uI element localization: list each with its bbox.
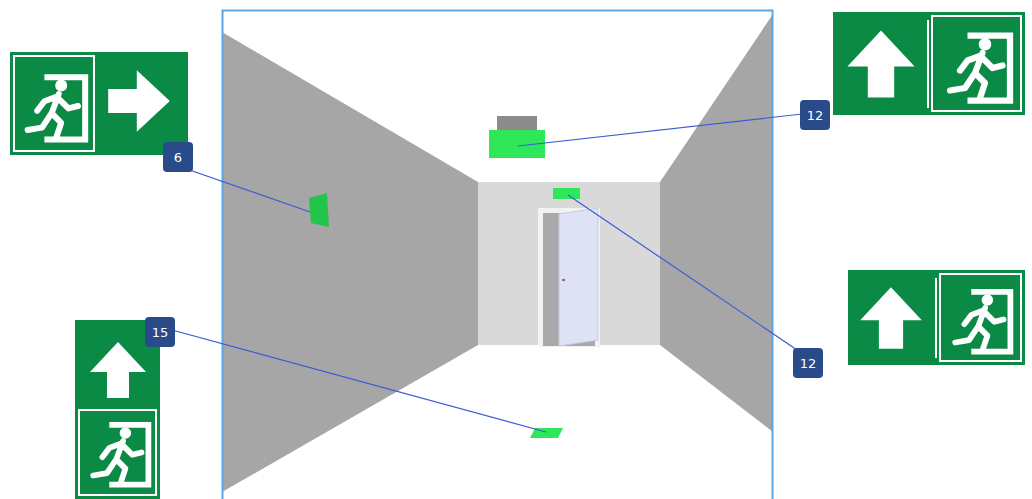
leader-line [568, 195, 800, 352]
callout-number: 12 [800, 100, 830, 130]
door-sign [553, 188, 580, 199]
door-frame [538, 208, 600, 347]
exit-sign-up [848, 270, 1025, 365]
sign-mount [497, 116, 537, 130]
leader-line [518, 114, 802, 146]
leader-line [172, 330, 546, 432]
door-leaf [559, 208, 598, 346]
callout-number: 15 [145, 317, 175, 347]
wall-sign [309, 193, 329, 227]
exit-sign-right [10, 52, 188, 155]
exit-sign-up [833, 12, 1025, 115]
leader-line [178, 166, 310, 212]
view-frame [223, 11, 773, 499]
back-wall [478, 182, 660, 345]
callout-number: 12 [793, 348, 823, 378]
right-wall [660, 14, 773, 432]
left-wall [222, 32, 478, 492]
callout-number: 6 [163, 142, 193, 172]
